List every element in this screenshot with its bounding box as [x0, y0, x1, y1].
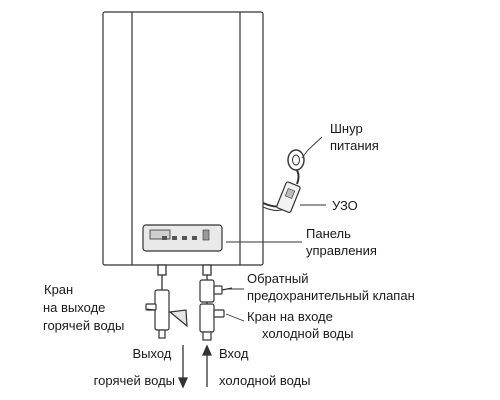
- power-plug: [287, 149, 305, 171]
- cold-water-in-label: Вход холодной воды: [219, 346, 310, 388]
- heater-body: [102, 11, 264, 266]
- leader-hot-tap: [146, 308, 156, 311]
- panel-indicator: [202, 229, 210, 241]
- panel-button-1: [162, 236, 167, 240]
- hot-water-out-label: Выход горячей воды: [94, 346, 175, 388]
- control-panel: [142, 224, 223, 252]
- cold-inlet-tap: [199, 303, 225, 341]
- leader-lines: [146, 136, 326, 322]
- hot-outlet-tap-label: Кран на выходе горячей воды: [43, 282, 124, 333]
- check-valve-label: Обратный предохранительный клапан: [247, 271, 415, 303]
- rcd-device: [276, 181, 301, 213]
- leader-power-cord: [301, 136, 323, 159]
- cold-water-in-arrow: [201, 344, 213, 387]
- check-valve: [199, 279, 233, 303]
- panel-button-2: [172, 236, 177, 240]
- rcd-label: УЗО: [332, 198, 358, 213]
- hot-outlet-tap: [145, 289, 188, 339]
- cold-inlet-tap-label: Кран на входе холодной воды: [247, 309, 353, 341]
- panel-display: [149, 229, 171, 240]
- power-cord-label: Шнур питания: [330, 121, 379, 153]
- leader-cold-tap: [225, 313, 245, 322]
- panel-button-4: [192, 236, 197, 240]
- hot-water-out-arrow: [177, 345, 189, 389]
- panel-button-3: [182, 236, 187, 240]
- control-panel-label: Панель управления: [306, 226, 377, 258]
